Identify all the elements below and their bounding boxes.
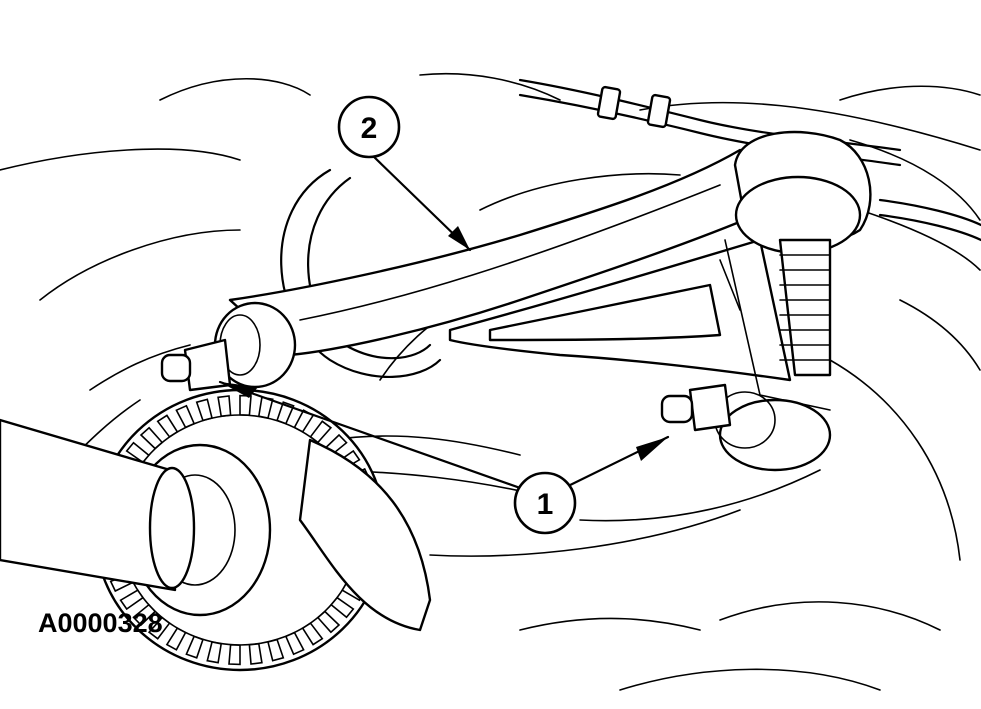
figure-id-label: A0000328	[38, 608, 163, 638]
tone-ring-tooth	[217, 395, 232, 418]
tone-ring-tooth	[330, 596, 355, 619]
front-bushing	[160, 301, 297, 392]
tone-ring-tooth	[132, 603, 157, 627]
tone-ring-tooth	[175, 404, 196, 429]
rear-bushing	[660, 383, 832, 472]
callout-2-number: 2	[361, 112, 378, 145]
tone-ring-tooth	[228, 643, 241, 666]
tone-ring-tooth	[139, 426, 164, 450]
tone-ring-tooth	[267, 638, 285, 662]
tone-ring-tooth	[125, 441, 150, 464]
tone-ring-tooth	[195, 398, 213, 422]
tone-ring-tooth	[156, 414, 179, 438]
leader-lines	[218, 153, 670, 497]
drive-shaft	[0, 418, 432, 632]
ball-joint	[733, 130, 872, 377]
tone-ring-tooth	[257, 396, 274, 419]
tone-ring-tooth	[284, 631, 305, 656]
callout-2: 2	[337, 95, 401, 159]
tone-ring-tooth	[309, 420, 333, 444]
tone-ring-tooth	[165, 627, 187, 651]
tone-ring-tooth	[147, 616, 171, 640]
upper-control-arm	[228, 148, 831, 411]
tone-ring-tooth	[185, 635, 204, 659]
tone-ring-tooth	[206, 641, 223, 664]
tone-ring-tooth	[301, 622, 324, 646]
tone-ring-tooth	[248, 642, 263, 665]
tone-ring-tooth	[239, 394, 252, 417]
callout-1: 1	[513, 471, 577, 535]
tone-ring-tooth	[119, 589, 145, 611]
callout-1-number: 1	[537, 488, 554, 521]
tone-ring-tooth	[316, 610, 341, 634]
